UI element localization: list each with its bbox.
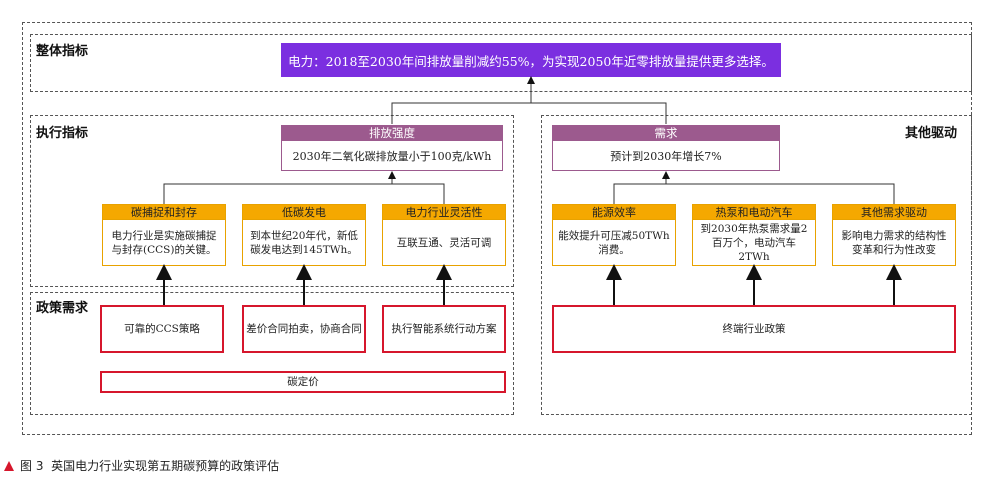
policy-section [30, 292, 514, 415]
execution-section [30, 115, 514, 287]
heat-pump-ev-body: 到2030年热泵需求量2百万个，电动汽车2TWh [692, 220, 816, 266]
low-carbon-header: 低碳发电 [242, 204, 366, 220]
efficiency-header: 能源效率 [552, 204, 676, 220]
other-drivers-section-label: 其他驱动 [905, 126, 958, 141]
demand-body: 预计到2030年增长7% [552, 141, 780, 171]
carbon-price-box: 碳定价 [100, 371, 506, 393]
flexibility-body: 互联互通、灵活可调 [382, 220, 506, 266]
caption-figure-number: 图 3 [20, 459, 44, 473]
demand-header: 需求 [552, 125, 780, 141]
top-goal-box: 电力：2018至2030年间排放量削减约55%，为实现2050年近零排放量提供更… [281, 43, 781, 77]
low-carbon-body: 到本世纪20年代，新低碳发电达到145TWh。 [242, 220, 366, 266]
connector-drivers [613, 183, 895, 204]
efficiency-body: 能效提升可压减50TWh消费。 [552, 220, 676, 266]
emission-intensity-header: 排放强度 [281, 125, 503, 141]
smart-system-box: 执行智能系统行动方案 [382, 305, 506, 353]
other-drivers-section [541, 115, 972, 415]
caption-title: 英国电力行业实现第五期碳预算的政策评估 [51, 459, 280, 473]
emission-intensity-body: 2030年二氧化碳排放量小于100克/kWh [281, 141, 503, 171]
other-demand-header: 其他需求驱动 [832, 204, 956, 220]
flexibility-header: 电力行业灵活性 [382, 204, 506, 220]
connector-goal [391, 102, 667, 124]
figure-caption: 图 3 英国电力行业实现第五期碳预算的政策评估 [4, 457, 279, 474]
cfd-auction-box: 差价合同拍卖，协商合同 [242, 305, 366, 353]
policy-section-label: 政策需求 [36, 301, 89, 316]
caption-triangle-icon [4, 461, 14, 471]
ccs-strategy-box: 可靠的CCS策略 [100, 305, 224, 353]
heat-pump-ev-header: 热泵和电动汽车 [692, 204, 816, 220]
overall-section-label: 整体指标 [36, 44, 89, 59]
other-demand-body: 影响电力需求的结构性变革和行为性改变 [832, 220, 956, 266]
ccs-header: 碳捕捉和封存 [102, 204, 226, 220]
overall-section [30, 34, 972, 92]
end-use-policy-box: 终端行业政策 [552, 305, 956, 353]
execution-section-label: 执行指标 [36, 126, 89, 141]
connector-execution [163, 183, 445, 204]
